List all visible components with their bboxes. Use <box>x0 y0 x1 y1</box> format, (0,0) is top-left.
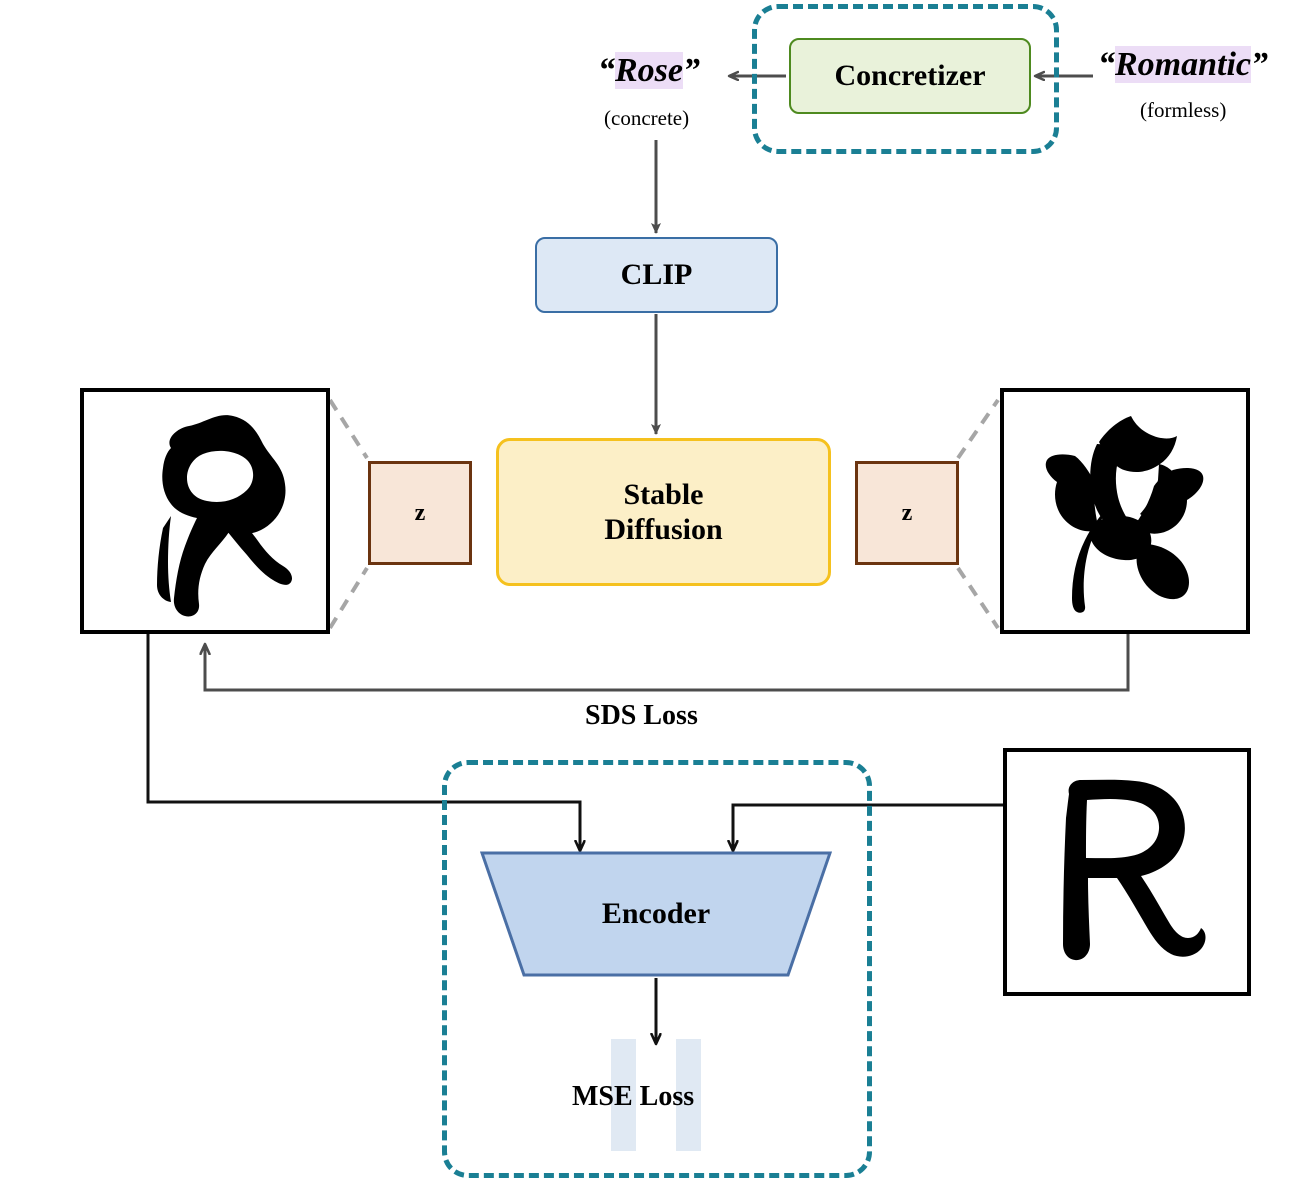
clip-label: CLIP <box>620 258 693 291</box>
guide-left-panel-to-latent-bottom <box>328 566 369 630</box>
guide-right-latent-to-panel-bottom <box>956 566 1000 630</box>
stable-diffusion-label-line1: Stable <box>623 477 704 511</box>
latent-z-right-label: z <box>901 499 913 526</box>
formless-prompt: “Romantic” <box>1098 46 1268 84</box>
clip-node[interactable]: CLIP <box>535 237 778 313</box>
concrete-prompt: “Rose” <box>598 52 700 90</box>
plain-R-letter-icon <box>1063 779 1206 961</box>
guide-left-panel-to-latent-top <box>328 398 369 460</box>
latent-z-right[interactable]: z <box>855 461 959 565</box>
sds-loss-label: SDS Loss <box>585 700 698 731</box>
panel-plain-glyph[interactable] <box>1003 748 1251 996</box>
formless-note: (formless) <box>1140 98 1227 122</box>
formless-quote-open: “ <box>1098 46 1115 83</box>
concrete-quote-open: “ <box>598 52 615 89</box>
encoder-label-wrap: Encoder <box>480 850 832 978</box>
mse-loss-group-boundary <box>442 760 872 1178</box>
formless-quote-close: ” <box>1251 46 1269 83</box>
concretizer-group-boundary <box>752 4 1059 154</box>
mse-loss-label: MSE Loss <box>572 1081 695 1112</box>
concretizer-label: Concretizer <box>834 59 986 92</box>
arrow-sds-loss-feedback <box>205 634 1130 692</box>
encoder-label: Encoder <box>601 897 711 930</box>
latent-z-left[interactable]: z <box>368 461 472 565</box>
mse-decor-bar-left <box>611 1039 636 1151</box>
concrete-prompt-word: Rose <box>615 52 683 89</box>
stable-diffusion-label-line2: Diffusion <box>604 513 723 546</box>
rose-silhouette-icon <box>1045 415 1203 613</box>
mse-decor-bar-right <box>676 1039 701 1151</box>
latent-z-left-label: z <box>414 499 426 526</box>
concrete-quote-close: ” <box>683 52 700 89</box>
panel-rose-silhouette[interactable] <box>1000 388 1250 634</box>
panel-stylized-glyph[interactable] <box>80 388 330 634</box>
formless-prompt-word: Romantic <box>1115 46 1252 83</box>
concretizer-node[interactable]: Concretizer <box>789 38 1031 114</box>
concrete-note: (concrete) <box>604 106 690 130</box>
encoder-trapezoid-shape <box>479 851 833 977</box>
encoder-node[interactable]: Encoder <box>479 850 833 978</box>
stable-diffusion-node[interactable]: Stable Diffusion <box>496 438 831 586</box>
stylized-R-glyph-icon <box>157 414 293 616</box>
guide-right-latent-to-panel-top <box>956 398 1000 460</box>
